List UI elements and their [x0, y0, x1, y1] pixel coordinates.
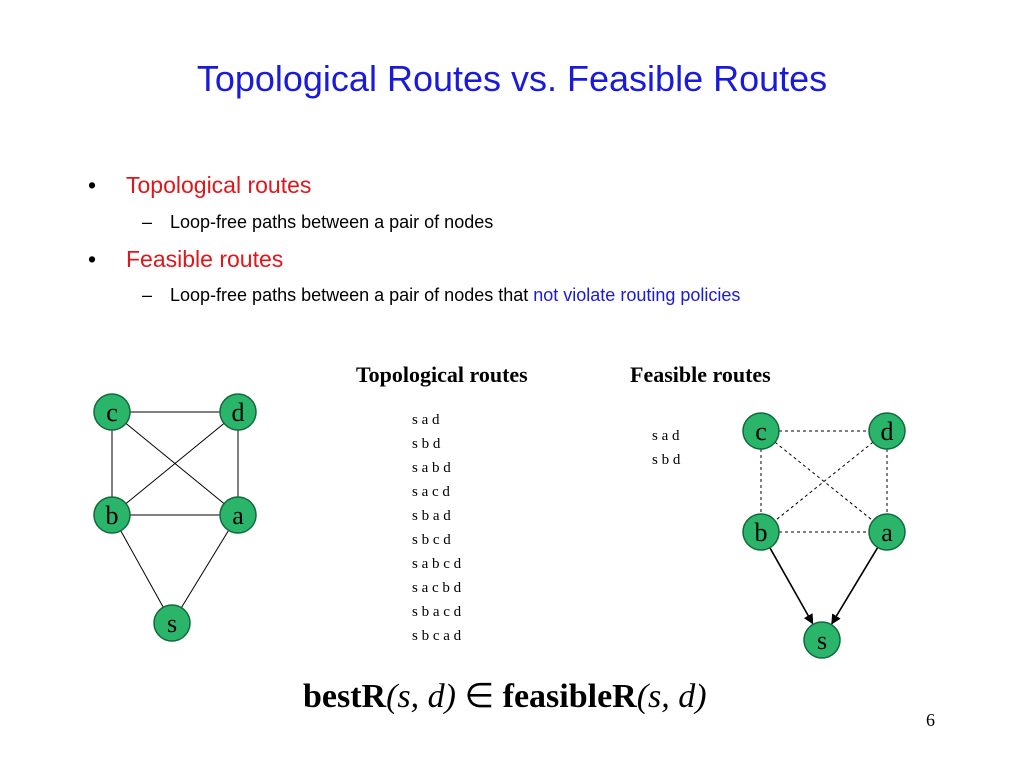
formula-relation: ∈	[464, 678, 495, 715]
node-label-d: d	[881, 417, 894, 446]
sub-bullet-topological: –Loop-free paths between a pair of nodes	[142, 212, 493, 233]
topological-route-5: s b a d	[412, 508, 451, 524]
edge-d-b	[774, 441, 874, 522]
node-s	[153, 604, 191, 642]
topological-route-8: s a c b d	[412, 580, 462, 596]
slide-title: Topological Routes vs. Feasible Routes	[196, 58, 828, 99]
bullet-marker: •	[88, 172, 97, 198]
node-label-b: b	[755, 518, 768, 547]
bullet-marker: •	[88, 246, 97, 272]
feasible-graph: c d b a s	[742, 412, 906, 659]
topological-route-1: s a d	[412, 412, 440, 428]
topological-route-9: s b a c d	[412, 604, 462, 620]
sub-bullet-highlight: not violate routing policies	[533, 285, 741, 305]
topological-route-3: s a b d	[412, 460, 451, 476]
node-label-s: s	[167, 609, 177, 638]
topological-route-2: s b d	[412, 436, 441, 452]
edge-d-b	[125, 423, 225, 504]
node-c	[742, 412, 780, 450]
formula: bestR(s, d) ∈ feasibleR(s, d)	[303, 676, 707, 716]
topological-routes-heading: Topological routes	[356, 362, 528, 387]
edge-b-s	[120, 530, 164, 608]
topological-graph: c d b a s	[93, 393, 257, 642]
edge-a-s	[831, 547, 879, 625]
feasible-route-2: s b d	[652, 452, 681, 468]
feasible-route-1: s a d	[652, 428, 680, 444]
sub-bullet-text: Loop-free paths between a pair of nodes	[170, 212, 494, 232]
node-c	[93, 393, 131, 431]
edge-a-s	[180, 530, 230, 608]
node-s	[803, 621, 841, 659]
feasible-route-list: s a d s b d	[652, 424, 680, 472]
topological-route-list: s a d s b d s a b d s a c d s b a d s b c d s …	[412, 408, 461, 648]
formula-rhs-fn: feasibleR	[502, 678, 637, 715]
node-label-a: a	[881, 518, 893, 547]
formula-rhs-args: (s, d)	[636, 678, 707, 715]
formula-lhs-fn: bestR	[303, 678, 387, 715]
page-number: 6	[926, 710, 935, 730]
node-d	[219, 393, 257, 431]
sub-marker: –	[142, 285, 153, 305]
bullet-label: Feasible routes	[126, 246, 284, 272]
node-label-c: c	[755, 417, 767, 446]
sub-bullet-feasible: –Loop-free paths between a pair of nodes…	[142, 285, 740, 306]
node-label-c: c	[106, 398, 118, 427]
bullet-label: Topological routes	[126, 172, 312, 198]
topological-route-6: s b c d	[412, 532, 451, 548]
sub-marker: –	[142, 212, 153, 232]
node-a	[868, 513, 906, 551]
topological-route-7: s a b c d	[412, 556, 462, 572]
feasible-routes-heading: Feasible routes	[630, 362, 771, 387]
node-b	[742, 513, 780, 551]
node-d	[868, 412, 906, 450]
node-label-s: s	[817, 626, 827, 655]
edge-b-s	[769, 547, 814, 625]
node-label-a: a	[232, 501, 244, 530]
topological-route-4: s a c d	[412, 484, 450, 500]
node-label-d: d	[232, 398, 245, 427]
topological-route-10: s b c a d	[412, 628, 462, 644]
node-label-b: b	[106, 501, 119, 530]
sub-bullet-text: Loop-free paths between a pair of nodes …	[170, 285, 534, 305]
bullet-topological-routes: • Topological routes	[88, 172, 311, 199]
node-b	[93, 496, 131, 534]
bullet-feasible-routes: • Feasible routes	[88, 246, 283, 273]
node-a	[219, 496, 257, 534]
formula-lhs-args: (s, d)	[386, 678, 456, 715]
